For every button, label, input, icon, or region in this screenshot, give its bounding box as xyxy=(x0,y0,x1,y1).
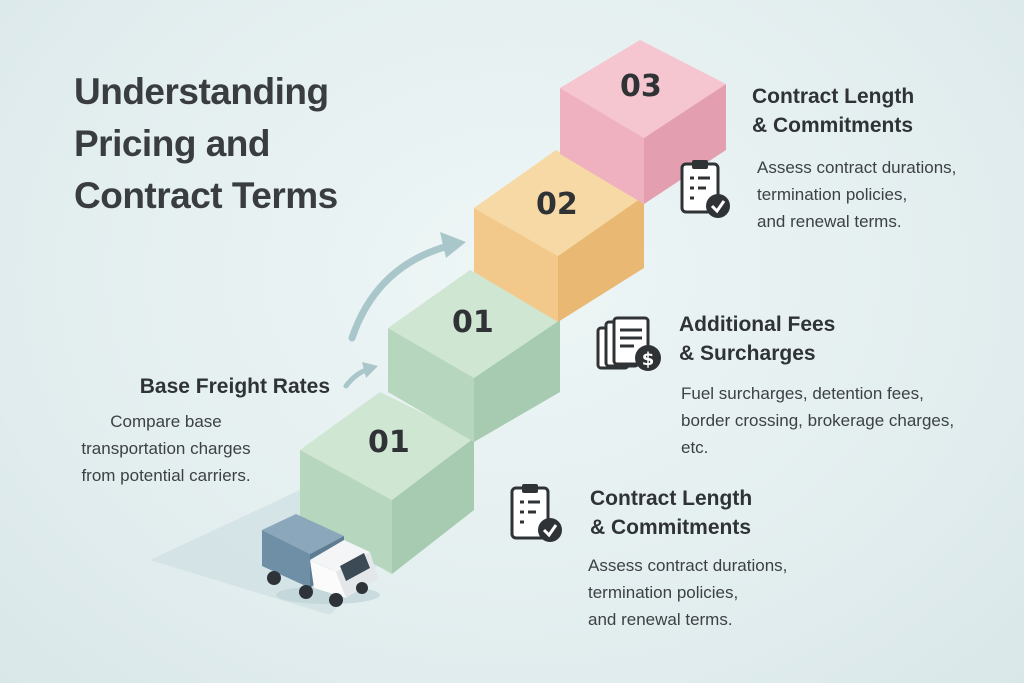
contract-bottom-desc: Assess contract durations, termination p… xyxy=(588,556,788,629)
page-title: Understanding Pricing and Contract Terms xyxy=(74,66,394,222)
truck-icon xyxy=(262,514,380,607)
title-line-1: Understanding xyxy=(74,71,329,112)
additional-fees-desc: Fuel surcharges, detention fees, border … xyxy=(681,384,955,457)
curved-arrow-small xyxy=(343,367,369,389)
step-number-2: 01 xyxy=(452,305,494,340)
step-number-3: 02 xyxy=(536,187,578,222)
step-block-4: 03 xyxy=(560,40,726,204)
contract-bottom-title: Contract Length & Commitments xyxy=(590,487,753,539)
curved-arrow-large-head xyxy=(440,232,466,258)
clipboard-check-icon-bottom xyxy=(510,484,562,542)
base-freight-title: Base Freight Rates xyxy=(139,375,330,398)
step-block-1: 01 xyxy=(300,392,474,574)
base-freight-desc: Compare base transportation charges from… xyxy=(81,412,251,485)
additional-fees-title: Additional Fees & Surcharges xyxy=(679,313,836,365)
invoice-dollar-icon: $ xyxy=(596,316,661,371)
step-number-1: 01 xyxy=(368,425,410,460)
step-number-4: 03 xyxy=(620,69,662,104)
title-line-3: Contract Terms xyxy=(74,175,338,216)
curved-arrow-small-head xyxy=(362,362,378,378)
contract-top-title: Contract Length & Commitments xyxy=(752,85,915,137)
title-line-2: Pricing and xyxy=(74,123,270,164)
contract-top-desc: Assess contract durations, termination p… xyxy=(757,158,957,231)
svg-text:$: $ xyxy=(642,349,655,370)
curved-arrow-large xyxy=(348,242,452,342)
clipboard-check-icon-top xyxy=(680,160,730,218)
